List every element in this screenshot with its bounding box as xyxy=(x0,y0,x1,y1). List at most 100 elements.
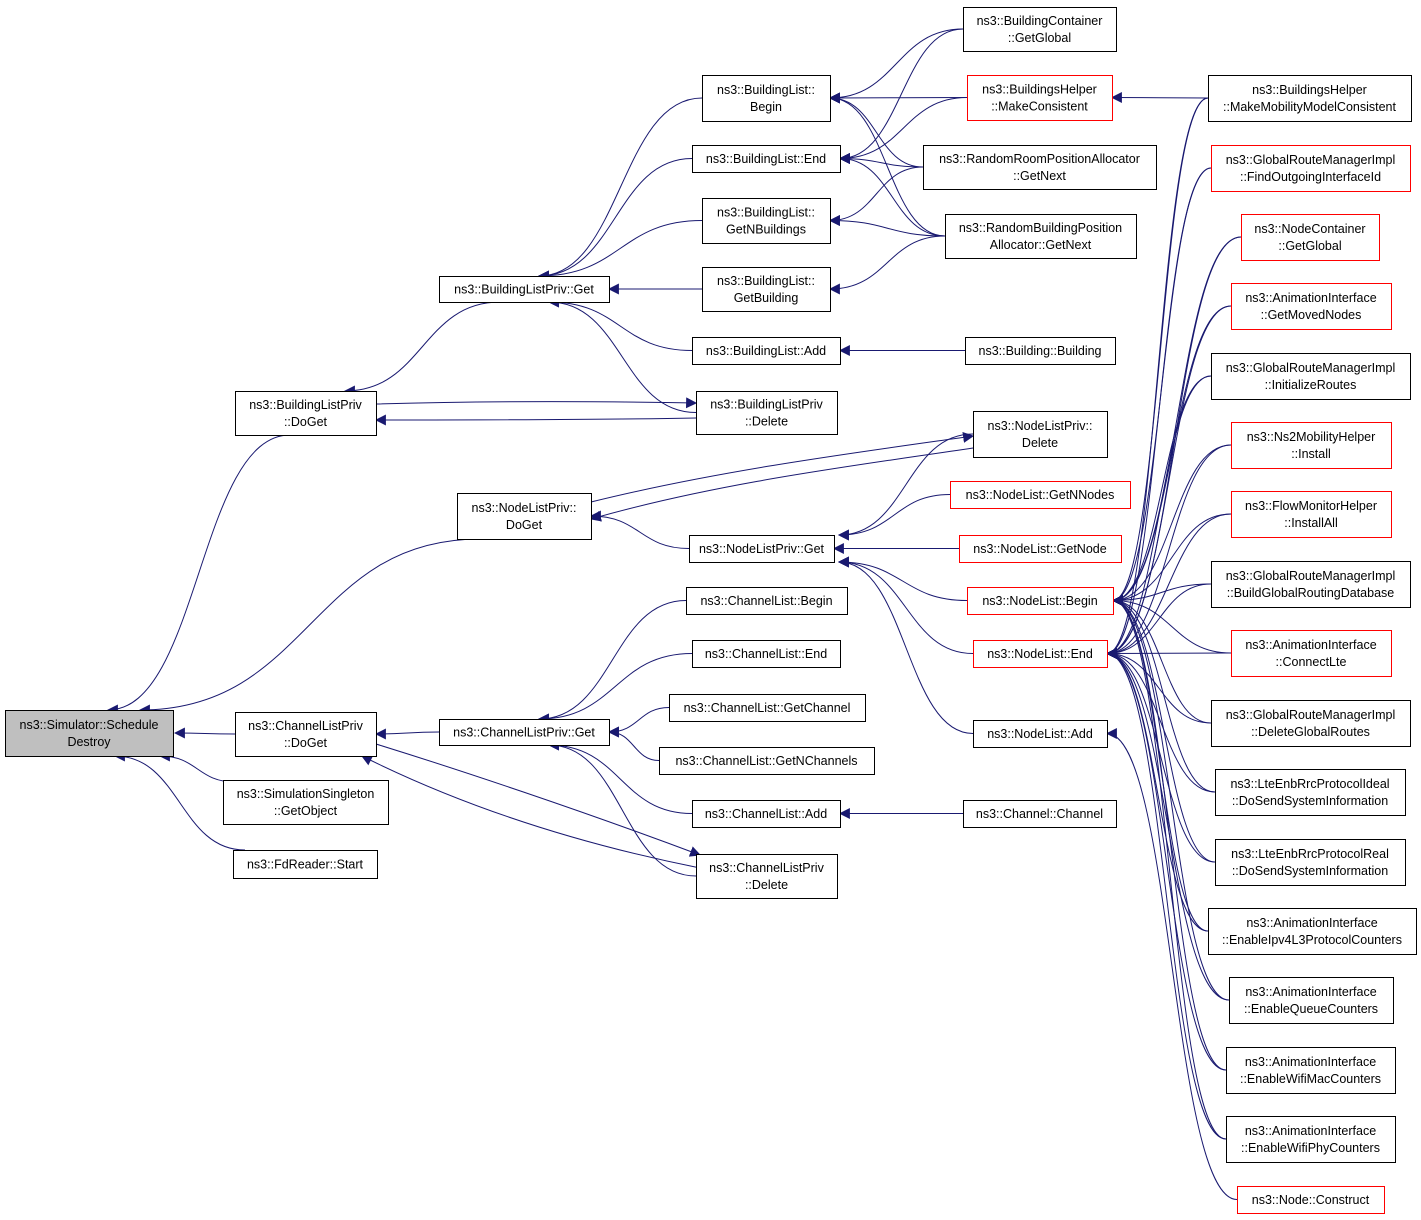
node-label-line: ns3::AnimationInterface xyxy=(1245,985,1376,999)
edge-nlGetNN-to-nlpGet xyxy=(837,494,951,541)
node-lteReal[interactable]: ns3::LteEnbRrcProtocolReal::DoSendSystem… xyxy=(1215,839,1406,886)
node-label-line: ns3::NodeListPriv::Get xyxy=(699,542,825,556)
node-clEnd[interactable]: ns3::ChannelList::End xyxy=(692,640,841,668)
edge-blAdd-to-blpGet xyxy=(547,296,693,351)
node-box xyxy=(967,587,1114,615)
edge-aiConnectLte-to-nlEnd xyxy=(1105,647,1232,659)
node-label-line: ::DeleteGlobalRoutes xyxy=(1251,725,1370,739)
node-lteIdeal[interactable]: ns3::LteEnbRrcProtocolIdeal::DoSendSyste… xyxy=(1215,769,1406,816)
node-clGetN[interactable]: ns3::ChannelList::GetNChannels xyxy=(659,747,875,775)
node-label-line: ::Install xyxy=(1291,447,1331,461)
node-box xyxy=(457,493,592,540)
node-grmFindOut[interactable]: ns3::GlobalRouteManagerImpl::FindOutgoin… xyxy=(1211,145,1411,192)
node-nodeConstruct[interactable]: ns3::Node::Construct xyxy=(1237,1186,1385,1214)
node-aiIpv4[interactable]: ns3::AnimationInterface::EnableIpv4L3Pro… xyxy=(1208,908,1417,955)
node-box xyxy=(963,7,1117,52)
node-channelCtor[interactable]: ns3::Channel::Channel xyxy=(963,800,1117,828)
node-nlGetNode[interactable]: ns3::NodeList::GetNode xyxy=(959,535,1122,563)
node-clpDoGet[interactable]: ns3::ChannelListPriv::DoGet xyxy=(235,712,377,757)
node-label-line: ::BuildGlobalRoutingDatabase xyxy=(1227,586,1395,600)
node-aiConnectLte[interactable]: ns3::AnimationInterface::ConnectLte xyxy=(1231,630,1392,677)
node-nlGetNN[interactable]: ns3::NodeList::GetNNodes xyxy=(950,481,1131,509)
node-box xyxy=(692,800,841,828)
node-label-line: ns3::BuildingListPriv xyxy=(249,398,362,412)
node-aiQueue[interactable]: ns3::AnimationInterface::EnableQueueCoun… xyxy=(1229,977,1394,1024)
node-nlpGet[interactable]: ns3::NodeListPriv::Get xyxy=(689,535,835,563)
node-grmBuild[interactable]: ns3::GlobalRouteManagerImpl::BuildGlobal… xyxy=(1211,561,1411,608)
edge-blpDelete-to-blpDoGet xyxy=(374,414,697,426)
node-box xyxy=(1211,353,1411,400)
node-nlEnd[interactable]: ns3::NodeList::End xyxy=(973,640,1108,668)
node-label-line: ns3::ChannelList::End xyxy=(705,647,827,661)
node-blpGet[interactable]: ns3::BuildingListPriv::Get xyxy=(439,276,610,303)
edge-blBegin-to-blpGet xyxy=(537,97,703,282)
edge-nlpDelete-to-nlpDoGet xyxy=(589,447,974,522)
node-blpDoGet[interactable]: ns3::BuildingListPriv::DoGet xyxy=(235,391,377,436)
node-bhMakeMob[interactable]: ns3::BuildingsHelper::MakeMobilityModelC… xyxy=(1208,75,1412,122)
edge-clAdd-to-clpGet xyxy=(547,739,693,814)
node-clpGet[interactable]: ns3::ChannelListPriv::Get xyxy=(439,719,610,746)
node-clpDelete[interactable]: ns3::ChannelListPriv::Delete xyxy=(696,854,838,899)
node-box xyxy=(1208,908,1417,955)
node-blpDelete[interactable]: ns3::BuildingListPriv::Delete xyxy=(696,391,838,435)
node-box xyxy=(1231,283,1392,330)
node-nlAdd[interactable]: ns3::NodeList::Add xyxy=(973,720,1108,748)
node-aiWifiPhy[interactable]: ns3::AnimationInterface::EnableWifiPhyCo… xyxy=(1226,1116,1396,1163)
edge-blGetN-to-blpGet xyxy=(537,220,703,282)
node-grmDelete[interactable]: ns3::GlobalRouteManagerImpl::DeleteGloba… xyxy=(1211,700,1411,747)
node-label-line: ns3::ChannelList::Begin xyxy=(700,594,832,608)
node-clGetCh[interactable]: ns3::ChannelList::GetChannel xyxy=(669,694,866,722)
edge-clGetCh-to-clpGet xyxy=(607,707,670,738)
node-box xyxy=(1226,1047,1396,1094)
node-label-line: ns3::ChannelList::GetChannel xyxy=(684,701,851,715)
node-bhMakeCons[interactable]: ns3::BuildingsHelper::MakeConsistent xyxy=(967,75,1113,121)
node-box xyxy=(1208,75,1412,122)
node-clBegin[interactable]: ns3::ChannelList::Begin xyxy=(686,587,848,615)
edge-clpDoGet-to-clpDelete xyxy=(375,743,702,857)
node-grmInit[interactable]: ns3::GlobalRouteManagerImpl::InitializeR… xyxy=(1211,353,1411,400)
edge-clpGet-to-clpDoGet xyxy=(374,728,440,740)
node-box xyxy=(223,780,389,825)
node-box xyxy=(1229,977,1394,1024)
node-bcGetGlobal[interactable]: ns3::BuildingContainer::GetGlobal xyxy=(963,7,1117,52)
node-ncGetGlobal[interactable]: ns3::NodeContainer::GetGlobal xyxy=(1241,214,1380,261)
node-ns2Install[interactable]: ns3::Ns2MobilityHelper::Install xyxy=(1231,422,1392,469)
node-box xyxy=(973,640,1108,668)
node-box xyxy=(692,640,841,668)
node-fdStart[interactable]: ns3::FdReader::Start xyxy=(233,850,378,879)
node-label-line: ::DoSendSystemInformation xyxy=(1232,794,1388,808)
node-blBegin[interactable]: ns3::BuildingList::Begin xyxy=(702,75,831,122)
node-fmInstallAll[interactable]: ns3::FlowMonitorHelper::InstallAll xyxy=(1231,491,1392,538)
node-nlBegin[interactable]: ns3::NodeList::Begin xyxy=(967,587,1114,615)
node-nlpDoGet[interactable]: ns3::NodeListPriv::DoGet xyxy=(457,493,592,540)
node-blEnd[interactable]: ns3::BuildingList::End xyxy=(692,145,841,173)
node-label-line: ns3::LteEnbRrcProtocolIdeal xyxy=(1230,777,1389,791)
node-blAdd[interactable]: ns3::BuildingList::Add xyxy=(692,337,841,365)
node-label-line: ::EnableWifiPhyCounters xyxy=(1241,1141,1380,1155)
node-label-line: GetBuilding xyxy=(734,291,799,305)
node-label-line: ::FindOutgoingInterfaceId xyxy=(1240,170,1381,184)
node-label-line: DoGet xyxy=(506,518,543,532)
node-label-line: ns3::RandomRoomPositionAllocator xyxy=(939,152,1140,166)
node-aiWifiMac[interactable]: ns3::AnimationInterface::EnableWifiMacCo… xyxy=(1226,1047,1396,1094)
node-box xyxy=(973,720,1108,748)
node-aiMoved[interactable]: ns3::AnimationInterface::GetMovedNodes xyxy=(1231,283,1392,330)
node-box xyxy=(1215,769,1406,816)
node-blGetB[interactable]: ns3::BuildingList::GetBuilding xyxy=(702,267,831,312)
node-ssGetObj[interactable]: ns3::SimulationSingleton::GetObject xyxy=(223,780,389,825)
node-rrpaGetNext[interactable]: ns3::RandomRoomPositionAllocator::GetNex… xyxy=(923,145,1157,190)
edge-clBegin-to-clpGet xyxy=(537,600,687,725)
node-clAdd[interactable]: ns3::ChannelList::Add xyxy=(692,800,841,828)
edge-rrpaGetNext-to-blGetN xyxy=(828,166,924,226)
node-nlpDelete[interactable]: ns3::NodeListPriv::Delete xyxy=(973,411,1108,458)
node-label-line: ::InstallAll xyxy=(1284,516,1338,530)
node-label-line: ::EnableWifiMacCounters xyxy=(1240,1072,1381,1086)
node-rbpaGetNext[interactable]: ns3::RandomBuildingPositionAllocator::Ge… xyxy=(945,214,1137,259)
edge-rbpaGetNext-to-blEnd xyxy=(838,153,946,237)
node-blGetN[interactable]: ns3::BuildingList::GetNBuildings xyxy=(702,198,831,244)
node-buildingCtor[interactable]: ns3::Building::Building xyxy=(965,337,1116,365)
node-label-line: ::GetGlobal xyxy=(1008,31,1071,45)
node-box xyxy=(702,75,831,122)
node-box xyxy=(1237,1186,1385,1214)
